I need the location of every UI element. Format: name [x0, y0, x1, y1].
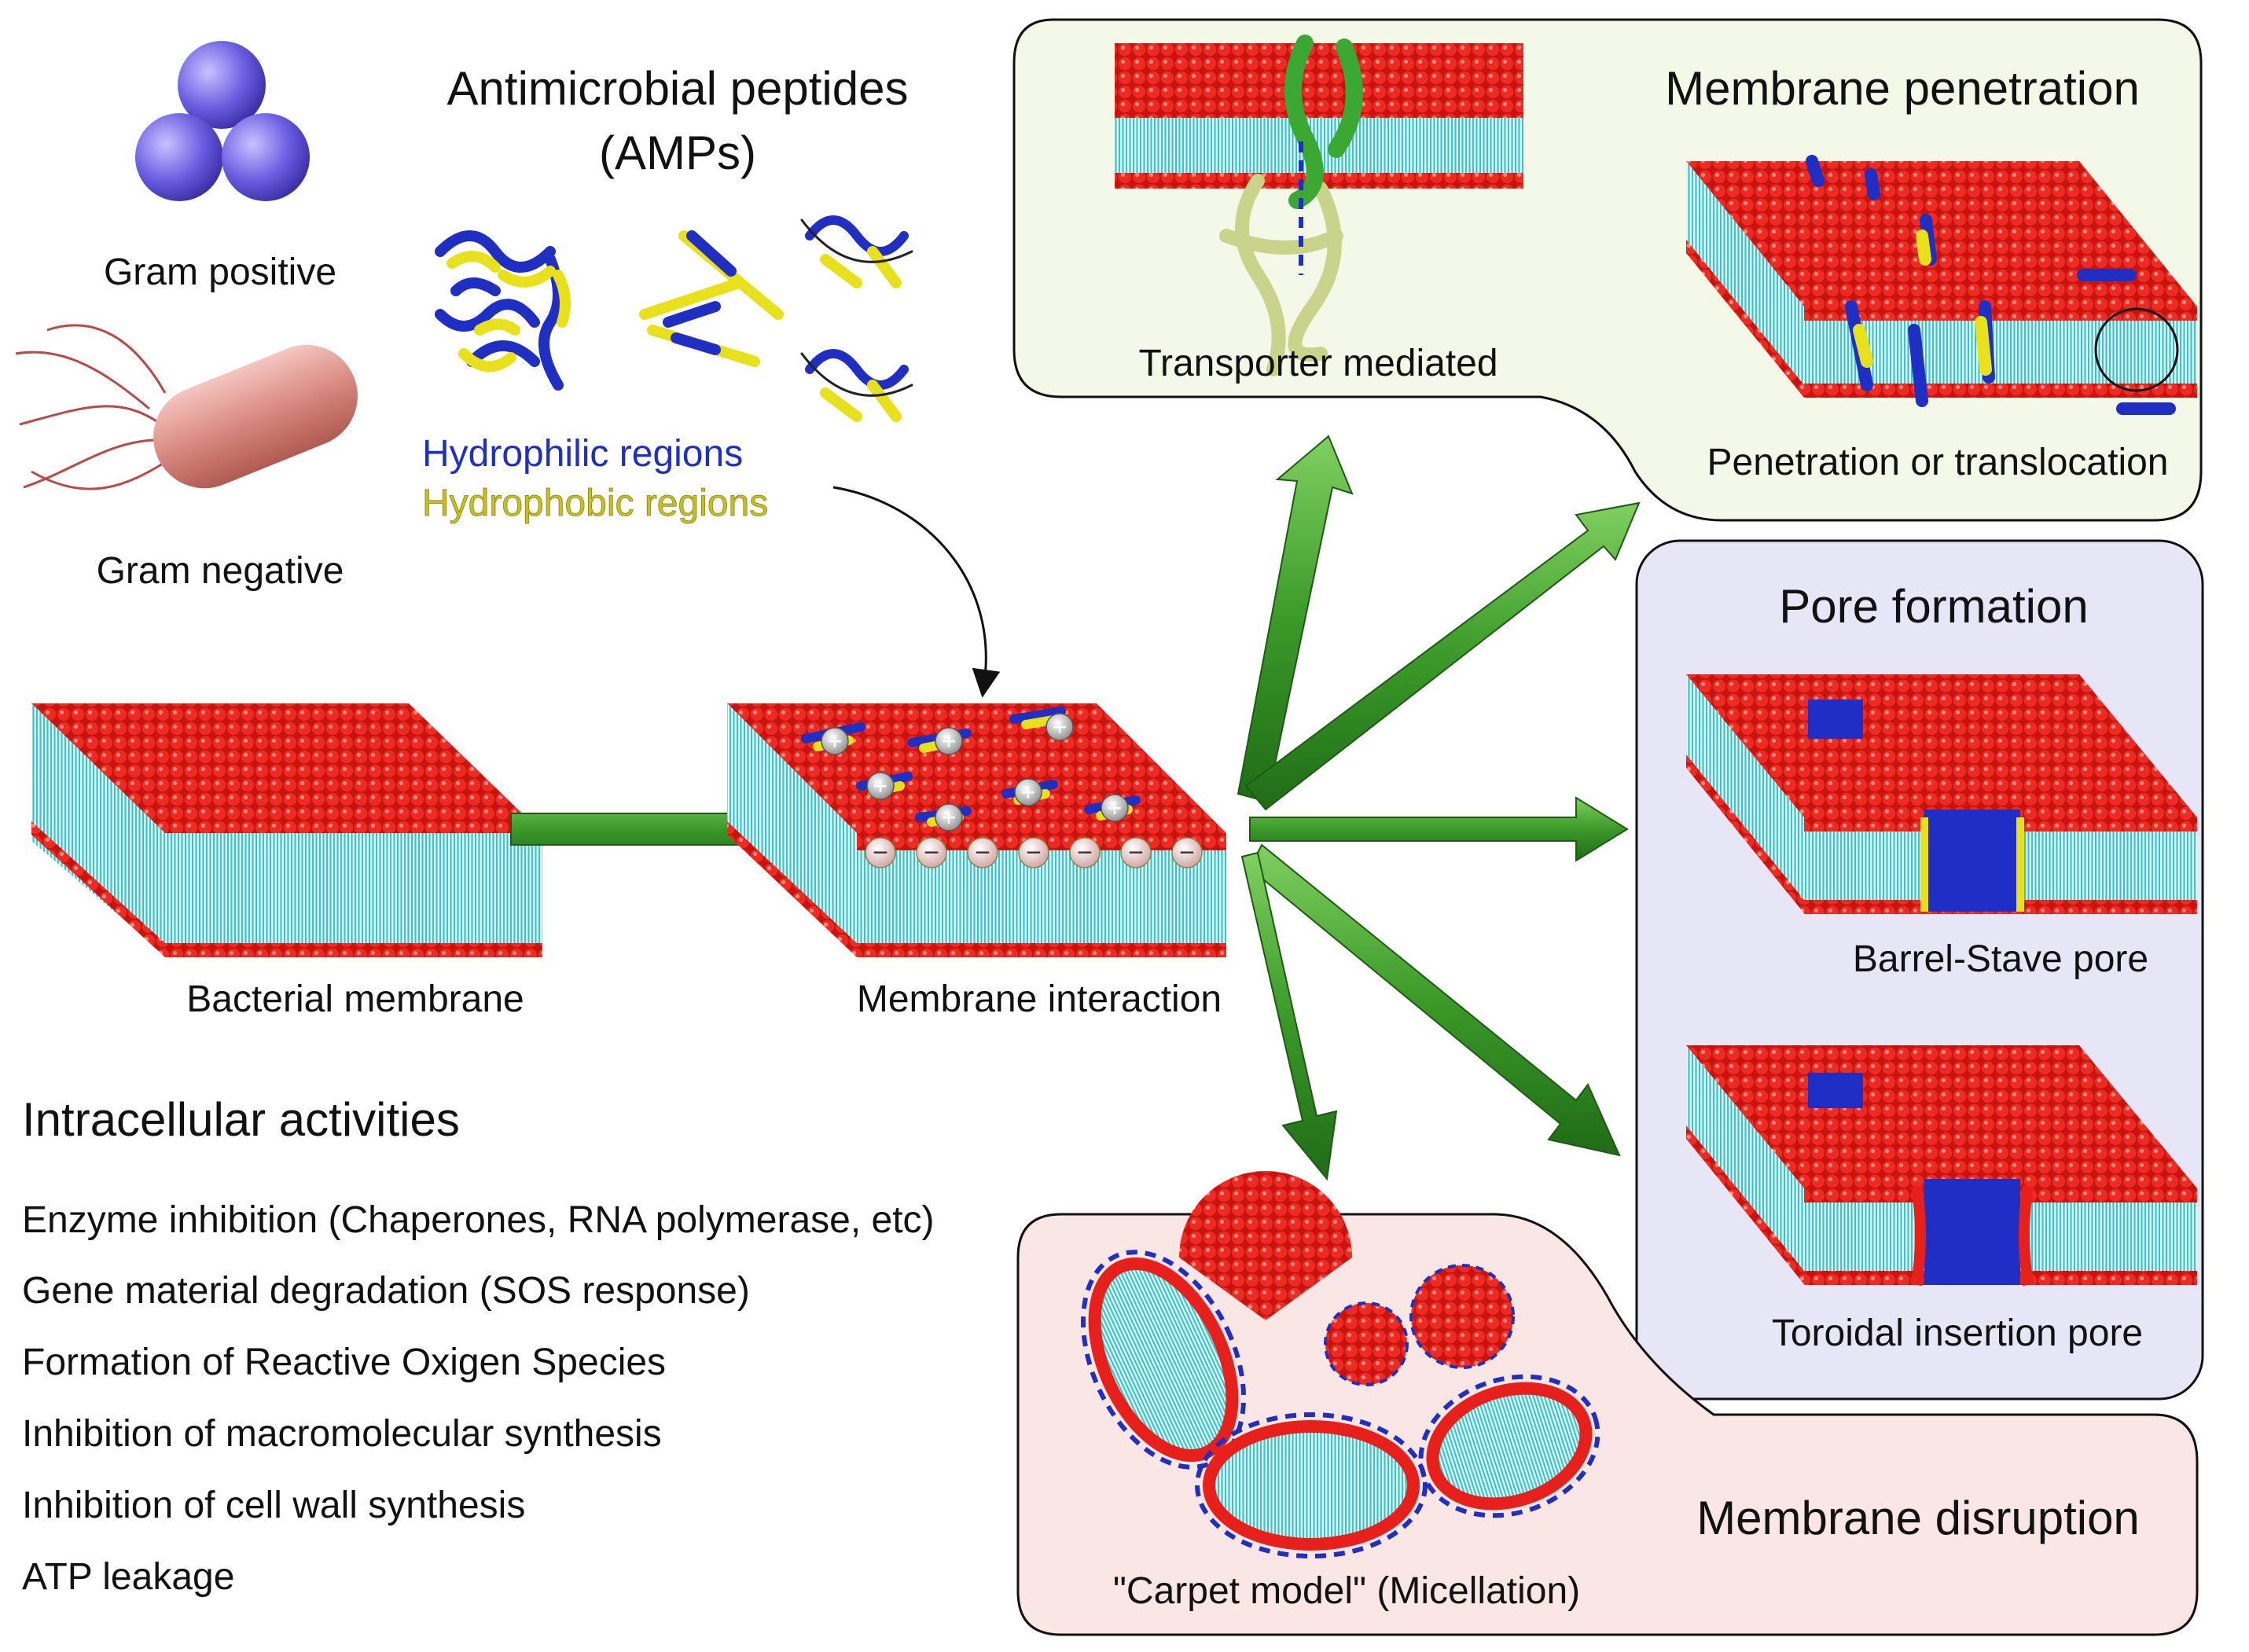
positive-charge: + — [1014, 778, 1042, 806]
svg-text:+: + — [1108, 794, 1123, 822]
toroidal-pore-label: Toroidal insertion pore — [1772, 1312, 2143, 1354]
membrane-disruption-title: Membrane disruption — [1696, 1492, 2140, 1544]
positive-charge: + — [821, 727, 849, 755]
hydrophilic-label: Hydrophilic regions — [422, 433, 743, 475]
transporter-mediated-label: Transporter mediated — [1138, 343, 1497, 384]
toroidal-pore-image — [1686, 1045, 2197, 1287]
membrane-interaction-label: Membrane interaction — [857, 978, 1222, 1020]
gram-negative-label: Gram negative — [97, 550, 344, 592]
penetration-translocation-label: Penetration or translocation — [1707, 442, 2168, 483]
barrel-stave-pore-image — [1686, 674, 2197, 914]
amps-title-line1: Antimicrobial peptides — [447, 62, 909, 115]
intracellular-title: Intracellular activities — [22, 1093, 460, 1146]
gram-positive-cocci-image — [135, 41, 310, 201]
amp-structures-image — [435, 215, 913, 422]
membrane-penetration-title: Membrane penetration — [1665, 62, 2140, 115]
svg-text:−: − — [873, 838, 888, 868]
gram-negative-bacillus-image — [15, 324, 358, 490]
arrow-to-transporter — [1237, 435, 1354, 803]
negative-charges: − − − − − − − — [865, 837, 1203, 868]
amps-to-membrane-arrow — [832, 486, 1001, 698]
arrow-to-translocation — [1244, 501, 1641, 811]
svg-text:+: + — [1021, 778, 1036, 806]
barrel-stave-pore-label: Barrel-Stave pore — [1853, 938, 2148, 980]
intracellular-item: Enzyme inhibition (Chaperones, RNA polym… — [22, 1199, 935, 1241]
carpet-model-image — [1080, 1171, 1600, 1558]
arrow-to-barrel-stave — [1249, 796, 1629, 862]
intracellular-item: Inhibition of macromolecular synthesis — [22, 1413, 662, 1455]
intracellular-item: Inhibition of cell wall synthesis — [22, 1485, 525, 1526]
negative-charge: − — [1171, 837, 1203, 868]
svg-text:−: − — [1128, 838, 1144, 868]
penetration-translocation-image — [1686, 155, 2197, 415]
carpet-model-label: "Carpet model" (Micellation) — [1113, 1570, 1580, 1612]
svg-text:−: − — [975, 838, 990, 868]
positive-charge: + — [935, 727, 963, 755]
svg-text:−: − — [1077, 838, 1093, 868]
hydrophobic-label: Hydrophobic regions — [422, 483, 768, 524]
svg-text:+: + — [873, 772, 888, 800]
positive-charges: + + + + + + + — [821, 713, 1129, 832]
intracellular-item: Gene material degradation (SOS response) — [22, 1270, 750, 1312]
svg-text:+: + — [942, 727, 957, 755]
svg-text:+: + — [828, 727, 843, 755]
svg-text:+: + — [942, 803, 957, 832]
positive-charge: + — [935, 803, 963, 832]
intracellular-item: ATP leakage — [22, 1556, 234, 1598]
transporter-mediated-image — [1115, 35, 1523, 376]
positive-charge: + — [1101, 794, 1129, 822]
negative-charge: − — [1018, 837, 1049, 868]
svg-text:−: − — [1179, 838, 1195, 868]
positive-charge: + — [1045, 713, 1074, 741]
bacterial-membrane-image — [31, 703, 542, 957]
gram-positive-label: Gram positive — [104, 251, 336, 293]
pore-formation-title: Pore formation — [1779, 580, 2089, 633]
negative-charge: − — [967, 837, 998, 868]
negative-charge: − — [1120, 837, 1152, 868]
svg-text:−: − — [924, 838, 939, 868]
membrane-interaction-image — [727, 703, 1226, 957]
positive-charge: + — [866, 772, 895, 800]
amps-title-line2: (AMPs) — [599, 127, 756, 179]
bacterial-membrane-label: Bacterial membrane — [186, 978, 524, 1020]
intracellular-item: Formation of Reactive Oxigen Species — [22, 1342, 666, 1383]
svg-text:+: + — [1053, 713, 1068, 741]
negative-charge: − — [865, 837, 896, 868]
arrow-to-toroidal — [1248, 843, 1621, 1157]
negative-charge: − — [916, 837, 947, 868]
negative-charge: − — [1069, 837, 1101, 868]
svg-text:−: − — [1026, 838, 1042, 868]
mechanism-arrows — [1237, 435, 1641, 1181]
arrow-to-carpet — [1240, 851, 1338, 1181]
